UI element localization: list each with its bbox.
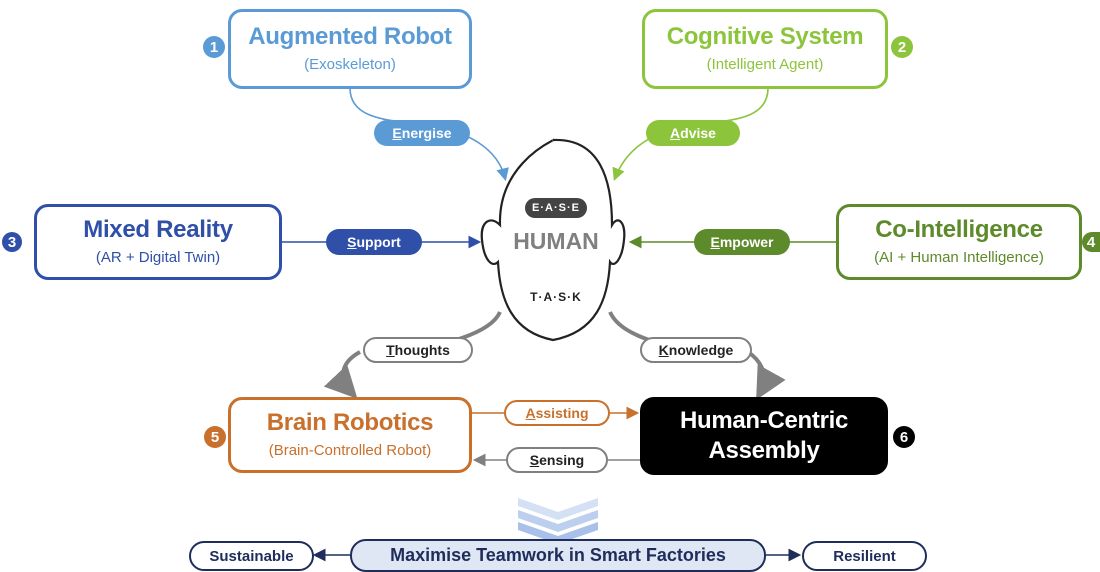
mixed-reality-title: Mixed Reality <box>83 216 233 243</box>
co-intelligence-subtitle: (AI + Human Intelligence) <box>874 249 1044 266</box>
chevron-down-icon <box>518 498 598 544</box>
brain-robotics-title: Brain Robotics <box>266 409 434 436</box>
human-label: HUMAN <box>513 228 599 254</box>
assisting-initial: A <box>525 405 536 421</box>
energise-initial: E <box>392 125 402 141</box>
thoughts-initial: T <box>386 342 395 358</box>
mixed-reality-subtitle: (AR + Digital Twin) <box>95 249 221 266</box>
assisting-rest: ssisting <box>535 405 589 421</box>
co-intelligence-box: Co-Intelligence (AI + Human Intelligence… <box>836 204 1082 280</box>
brain-robotics-box: Brain Robotics (Brain-Controlled Robot) <box>228 397 472 473</box>
mixed-reality-box: Mixed Reality (AR + Digital Twin) <box>34 204 282 280</box>
knowledge-rest: nowledge <box>668 342 734 358</box>
sustainable-label: Sustainable <box>189 541 314 571</box>
augmented-robot-subtitle: (Exoskeleton) <box>304 56 396 73</box>
human-head-icon <box>480 138 626 342</box>
human-centric-assembly-box: Human-Centric Assembly <box>640 397 888 475</box>
node-number-6: 6 <box>893 426 915 448</box>
advise-initial: A <box>670 125 681 141</box>
sensing-rest: ensing <box>539 452 585 468</box>
cognitive-system-title: Cognitive System <box>666 23 864 50</box>
ease-badge-text: E·A·S·E <box>532 202 580 214</box>
cognitive-system-subtitle: (Intelligent Agent) <box>706 56 824 73</box>
ease-badge: E·A·S·E <box>525 198 587 218</box>
node-number-5: 5 <box>204 426 226 448</box>
support-initial: S <box>347 234 357 250</box>
empower-rest: mpower <box>719 234 774 250</box>
cognitive-system-box: Cognitive System (Intelligent Agent) <box>642 9 888 89</box>
advise-rest: dvise <box>680 125 716 141</box>
teamwork-banner: Maximise Teamwork in Smart Factories <box>350 539 766 572</box>
node-number-4: 4 <box>1082 232 1100 252</box>
resilient-label: Resilient <box>802 541 927 571</box>
augmented-robot-title: Augmented Robot <box>248 23 452 50</box>
augmented-robot-box: Augmented Robot (Exoskeleton) <box>228 9 472 89</box>
task-label: T·A·S·K <box>530 290 582 304</box>
co-intelligence-title: Co-Intelligence <box>875 216 1043 243</box>
thoughts-rest: houghts <box>394 342 450 358</box>
node-number-2: 2 <box>891 36 913 58</box>
human-centric-title-line2: Assembly <box>708 437 820 464</box>
energise-rest: nergise <box>401 125 452 141</box>
human-centric-title-line1: Human-Centric <box>679 407 849 434</box>
sensing-initial: S <box>529 452 540 468</box>
knowledge-initial: K <box>658 342 669 358</box>
empower-initial: E <box>710 234 720 250</box>
node-number-3: 3 <box>2 232 22 252</box>
support-rest: upport <box>356 234 401 250</box>
node-number-1: 1 <box>203 36 225 58</box>
brain-robotics-subtitle: (Brain-Controlled Robot) <box>268 442 432 459</box>
